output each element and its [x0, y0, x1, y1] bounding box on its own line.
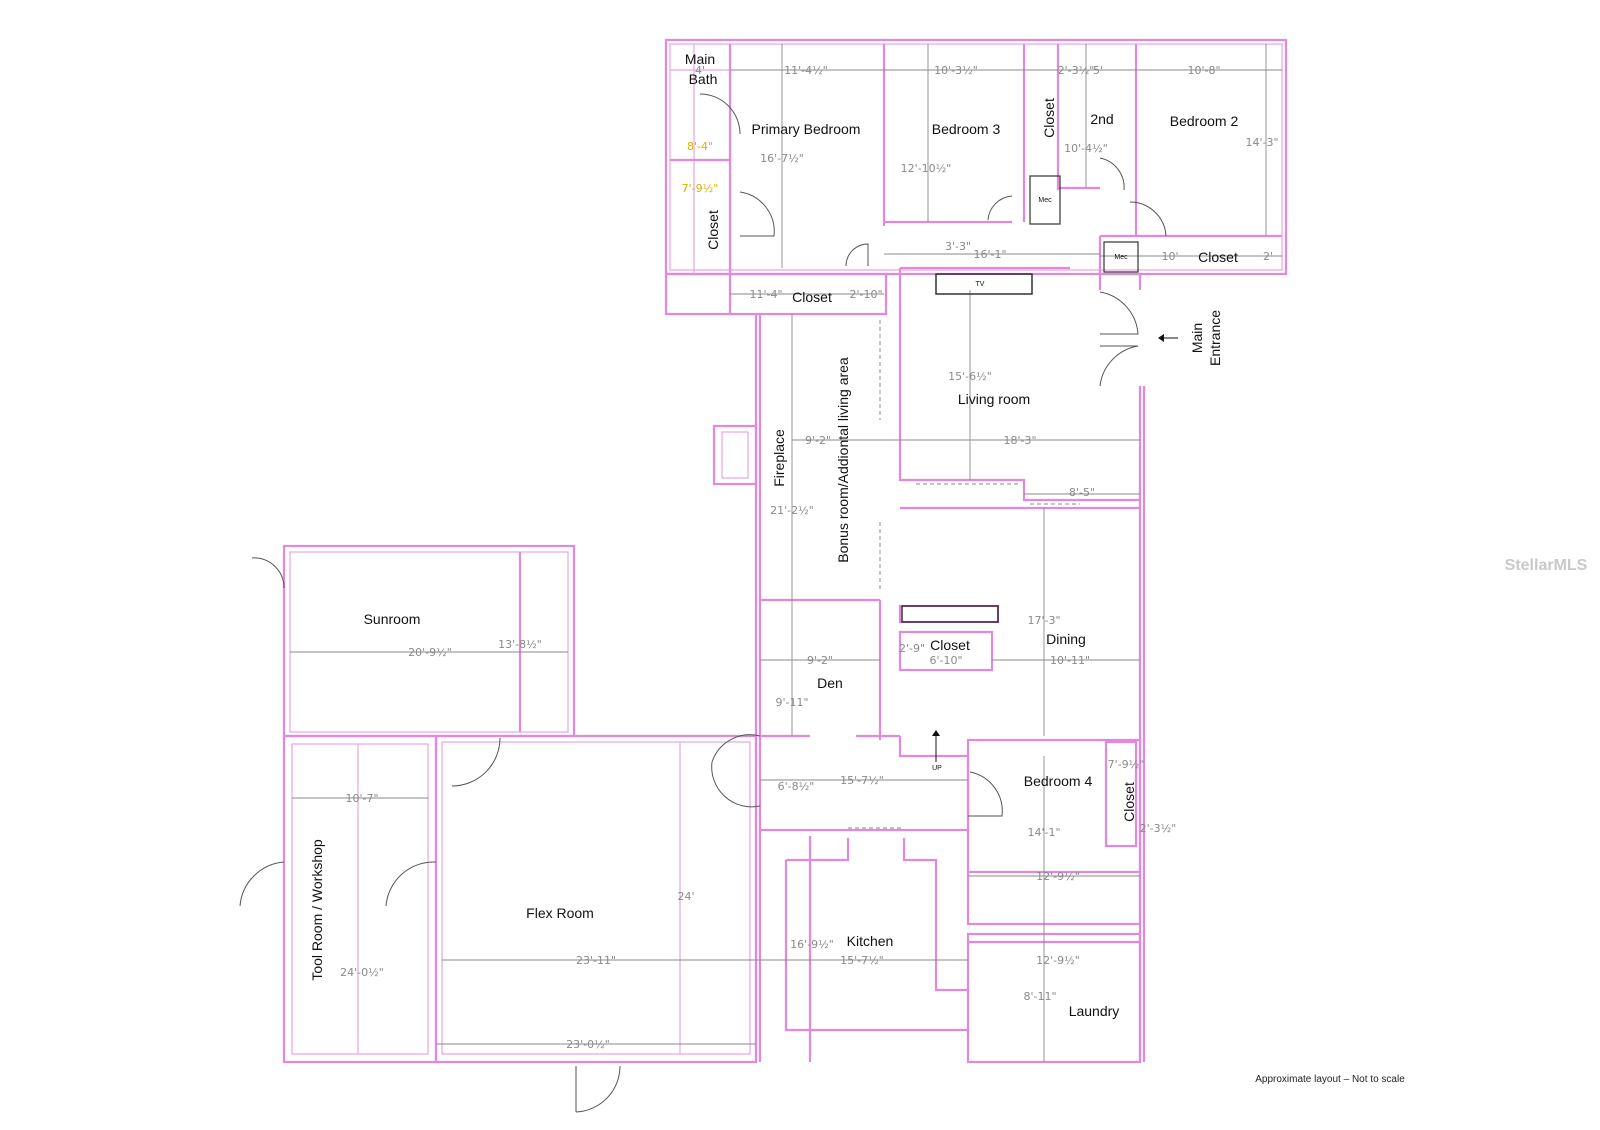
closet-label-hall: Closet — [792, 289, 832, 305]
tool-room-label: Tool Room / Workshop — [309, 839, 325, 981]
dim-closet-a: 2'-9" — [899, 642, 925, 655]
dim-laun-w: 12'-9½" — [1036, 954, 1080, 967]
tv-stand — [935, 273, 1033, 295]
mec-label-bottom: Mec — [1114, 254, 1128, 261]
dim-pb-w: 11'-4½" — [784, 64, 828, 77]
dim-den-w: 9'-2" — [807, 654, 833, 667]
tv-label: TV — [976, 281, 985, 288]
up-label: UP — [932, 765, 942, 772]
dimension-labels: 4' 11'-4½" 10'-3½" 2'-3½" 5' 10'-8" 8'-4… — [340, 64, 1278, 1051]
dim-bonus-h: 21'-2½" — [770, 504, 814, 517]
dining-label: Dining — [1046, 631, 1086, 647]
kitchen-label: Kitchen — [847, 933, 894, 949]
dim-s2-h: 10'-4½" — [1064, 142, 1108, 155]
fixtures: TV Mec Mec UP — [901, 175, 1178, 772]
den-label: Den — [817, 675, 843, 691]
dim-c2-w: 2'-3½" — [1058, 64, 1095, 77]
main-bath-label-2: Bath — [689, 71, 718, 87]
bedroom2-label: Bedroom 2 — [1170, 113, 1239, 129]
mec-unit-bottom — [1103, 241, 1139, 273]
dim-mb-w: 4' — [695, 64, 705, 77]
dim-flex-w2: 23'-0½" — [566, 1038, 610, 1051]
closet-label-b3: Closet — [1041, 98, 1057, 138]
dim-cl-h: 7'-9½" — [682, 182, 719, 195]
second-label: 2nd — [1090, 111, 1113, 127]
dim-c2-w2: 5' — [1093, 64, 1103, 77]
closet-label-primary: Closet — [705, 210, 721, 250]
dim-hall-b: 16'-1" — [973, 248, 1006, 261]
dim-b4-h: 14'-1" — [1027, 826, 1060, 839]
main-bath-label-1: Main — [685, 51, 715, 67]
dim-cl-w2: 2'-10" — [849, 288, 882, 301]
dim-dining-h: 17'-3" — [1027, 614, 1060, 627]
sunroom-label: Sunroom — [364, 611, 421, 627]
bonus-room-label: Bonus room/Addiontal living area — [835, 357, 851, 563]
dim-tool-h: 24'-0½" — [340, 966, 384, 979]
walls — [282, 38, 1288, 1064]
dim-hall2-a: 6'-8½" — [778, 780, 815, 793]
dim-den-h: 9'-11" — [775, 696, 808, 709]
closet-label-b2: Closet — [1198, 249, 1238, 265]
watermark: StellarMLS — [1505, 557, 1588, 574]
dim-sun-w: 20'-9½" — [408, 646, 452, 659]
bedroom3-label: Bedroom 3 — [932, 121, 1001, 137]
closet-label-dining: Closet — [930, 637, 970, 653]
entrance-arrow-head — [1158, 334, 1164, 342]
dim-laun-h: 8'-11" — [1023, 990, 1056, 1003]
dim-b2-h: 14'-3" — [1245, 136, 1278, 149]
dim-bonus-w: 9'-2" — [805, 434, 831, 447]
dim-bc-w: 10' — [1161, 250, 1178, 263]
primary-bedroom-label: Primary Bedroom — [752, 121, 861, 137]
laundry-label: Laundry — [1069, 1003, 1120, 1019]
dim-closet-b: 6'-10" — [929, 654, 962, 667]
dim-lr-w2: 8'-5" — [1069, 486, 1095, 499]
mec-label-top: Mec — [1038, 197, 1052, 204]
dim-sun-h: 13'-8½" — [498, 638, 542, 651]
doors — [239, 93, 1167, 1113]
dim-hall2-b: 15'-7½" — [840, 774, 884, 787]
openings — [848, 320, 1080, 829]
dim-b3-h: 12'-10½" — [901, 162, 952, 175]
dim-flex-h: 24' — [677, 890, 694, 903]
dining-counter — [901, 605, 999, 623]
mec-unit-top — [1029, 175, 1061, 225]
dim-b4-c2: 2'-3½" — [1140, 822, 1177, 835]
dim-flex-w: 23'-11" — [576, 954, 616, 967]
bedroom4-label: Bedroom 4 — [1024, 773, 1093, 789]
dim-tool-w: 10'-7" — [345, 792, 378, 805]
dim-dining-w: 10'-11" — [1050, 654, 1090, 667]
dim-kit-w: 15'-7½" — [840, 954, 884, 967]
dim-lr-w: 18'-3" — [1003, 434, 1036, 447]
main-entrance-label-1: Main — [1189, 323, 1205, 353]
dim-kit-h: 16'-9½" — [790, 938, 834, 951]
dim-hall-a: 3'-3" — [945, 240, 971, 253]
stair-arrow-head — [932, 730, 940, 736]
footer-note: Approximate layout – Not to scale — [1255, 1074, 1405, 1085]
flex-room-label: Flex Room — [526, 905, 594, 921]
dim-b3-w: 10'-3½" — [934, 64, 978, 77]
room-labels: Main Bath Primary Bedroom Bedroom 3 Clos… — [309, 51, 1238, 1019]
dim-b2-w: 10'-8" — [1187, 64, 1220, 77]
fireplace-label: Fireplace — [771, 429, 787, 487]
dim-b4-w: 12'-9½" — [1036, 870, 1080, 883]
dim-lr-h: 15'-6½" — [948, 370, 992, 383]
dim-b4-closet: 7'-9½" — [1108, 758, 1145, 771]
main-entrance-label-2: Entrance — [1207, 310, 1223, 366]
dim-cl-w: 11'-4" — [749, 288, 782, 301]
living-room-label: Living room — [958, 391, 1030, 407]
dim-mb-h: 8'-4" — [687, 140, 713, 153]
dimension-lines — [290, 44, 1282, 1062]
dim-bc-w2: 2' — [1263, 250, 1273, 263]
closet-label-b4: Closet — [1121, 782, 1137, 822]
dim-pb-h: 16'-7½" — [760, 152, 804, 165]
